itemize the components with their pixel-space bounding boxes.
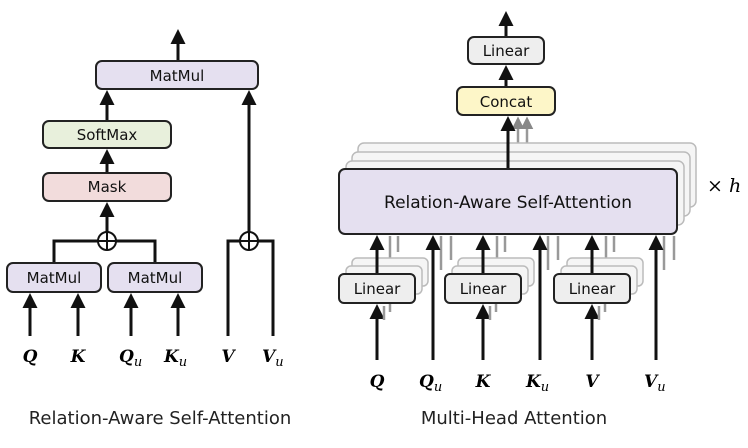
mh-input-q: Q	[370, 372, 385, 392]
input-qu: Qu	[119, 347, 142, 370]
concat-label: Concat	[480, 93, 533, 111]
right-caption: Multi-Head Attention	[421, 408, 607, 429]
input-vu: Vu	[262, 347, 284, 370]
mask-box	[42, 172, 172, 202]
mask-label: Mask	[88, 178, 127, 196]
linear-k-box	[444, 273, 522, 304]
left-diagram: MatMul SoftMax Mask MatMul MatMul	[6, 29, 292, 429]
linear-q-label: Linear	[354, 280, 401, 298]
input-q: Q	[23, 347, 38, 367]
input-k: K	[70, 347, 87, 367]
linear-stack-q: Linear	[338, 257, 429, 304]
linear-q-box	[338, 273, 416, 304]
matmul-left-to-plus-line	[52, 239, 98, 262]
mh-input-vu: Vu	[644, 372, 666, 395]
input-ku: Ku	[163, 347, 187, 370]
mh-input-k: K	[475, 372, 492, 392]
head-shadow-lines	[388, 236, 676, 270]
linear-v-label: Linear	[569, 280, 616, 298]
v-to-plus-line	[226, 239, 240, 336]
mh-input-ku: Ku	[525, 372, 549, 395]
matmul-left-label: MatMul	[27, 269, 82, 287]
matmul-right-box	[107, 262, 203, 293]
linear-stack-v: Linear	[553, 257, 644, 304]
mh-input-v: V	[585, 372, 600, 392]
linear-top-label: Linear	[483, 42, 530, 60]
linear-k-label: Linear	[460, 280, 507, 298]
linear-stack-k: Linear	[444, 257, 535, 304]
left-caption: Relation-Aware Self-Attention	[29, 408, 292, 429]
times-h-label: × h	[707, 175, 741, 197]
relation-aware-attention-box	[338, 168, 678, 235]
mh-input-qu: Qu	[419, 372, 442, 395]
linear-v-box	[553, 273, 631, 304]
right-diagram: Linear Concat Relation-Aware Self-Attent…	[338, 11, 741, 429]
vu-to-plus-line	[258, 239, 275, 336]
softmax-box	[42, 120, 172, 149]
input-v: V	[221, 347, 236, 367]
matmul-right-label: MatMul	[128, 269, 183, 287]
relation-aware-attention-label: Relation-Aware Self-Attention	[384, 193, 632, 213]
matmul-top-box	[95, 60, 259, 90]
linear-top-box	[467, 36, 545, 65]
concat-box	[456, 86, 556, 116]
matmul-left-box	[6, 262, 102, 293]
matmul-top-label: MatMul	[150, 67, 205, 85]
matmul-right-to-plus-line	[116, 239, 157, 262]
softmax-label: SoftMax	[77, 126, 138, 144]
